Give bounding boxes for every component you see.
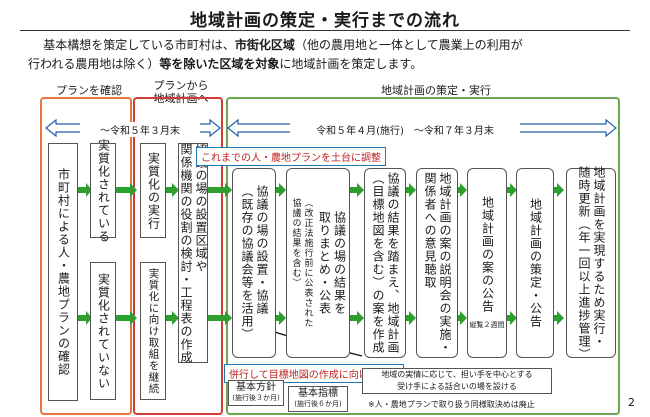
box-efforts-text: 実質化に向け取組を継続 — [147, 267, 160, 395]
box-results: 協議の結果を踏まえ、地域計画 （目標地図を含む）の案を作成 — [364, 168, 406, 358]
box-briefing-text: 地域計画の案の説明会の実施・ 関係者への意見聴取 — [423, 172, 452, 354]
basic-standard-label: 基本指標 — [298, 388, 338, 399]
box-decide: 地域計画の策定・公告 — [516, 168, 554, 358]
intro-text: 基本構想を策定している市町村は、市街化区域（他の農用地と一体として農業上の利用が… — [28, 36, 628, 74]
box-compile-text: 協議の場の結果を 取りまとめ・公表 — [317, 211, 347, 315]
box-execute-text: 実質化の実行 — [146, 151, 161, 230]
intro-p1: 基本構想を策定している市町村は、 — [43, 38, 235, 52]
box-not-realized: 実質化されていない — [90, 262, 116, 400]
box-execute: 実質化の実行 — [140, 143, 166, 238]
box-briefing: 地域計画の案の説明会の実施・ 関係者への意見聴取 — [416, 168, 458, 358]
box-council: 協議の場の設置・協議 （既存の協議会等を活用） — [232, 168, 276, 358]
basic-policy-label: 基本方針 — [236, 382, 276, 393]
phase-implement: 地域計画の策定・実行 — [381, 84, 491, 97]
box-not-realized-text: 実質化されていない — [96, 272, 111, 390]
box-realized: 実質化されている — [90, 139, 116, 243]
box-basic-standard: 基本指標 (施行後６か月) — [288, 386, 348, 412]
phase-confirm: プランを確認 — [56, 84, 122, 97]
period-left-label: ～令和５年３月末 — [80, 122, 200, 137]
basic-policy-sub: (施行後３か月) — [232, 394, 280, 402]
green-arrows-top — [76, 183, 564, 197]
page-title: 地域計画の策定・実行までの流れ — [190, 11, 460, 31]
box-update: 地域計画を実現するため実行・ 随時更新（年一回以上進捗管理） — [566, 165, 616, 361]
box-realized-text: 実質化されている — [96, 138, 111, 243]
footnote: ※人・農地プランで取り扱う同様取決めは廃止 — [368, 400, 535, 409]
box-setup-area-text: 協議の場の設置区域や 関係機関の役割の検討・工程表の作成 — [179, 142, 208, 364]
box-update-text: 地域計画を実現するため実行・ 随時更新（年一回以上進捗管理） — [577, 165, 606, 361]
intro-b2: 等を除いた区域を対象 — [159, 57, 280, 71]
box-efforts: 実質化に向け取組を継続 — [140, 262, 166, 400]
intro-b1: 市街化区域 — [234, 38, 295, 52]
frame-confirm — [40, 97, 132, 415]
box-municipality-text: 市町村による人・農地プランの確認 — [56, 168, 71, 376]
box-council-text: 協議の場の設置・協議 （既存の協議会等を活用） — [240, 185, 269, 341]
box-basic-policy: 基本方針 (施行後３か月) — [228, 380, 284, 406]
title-rule — [20, 30, 630, 31]
note-local: 地域の実情に応じて、担い手を中心とする 受け手による話合いの場を設ける — [362, 368, 552, 394]
box-setup-area: 協議の場の設置区域や 関係機関の役割の検討・工程表の作成 — [178, 142, 208, 364]
page-number: 2 — [628, 396, 635, 409]
box-announce: 地域計画の案の公告 縦覧２週間 — [467, 168, 507, 358]
frame-implement — [226, 97, 620, 415]
box-municipality: 市町村による人・農地プランの確認 — [48, 143, 78, 401]
basic-standard-sub: (施行後６か月) — [294, 400, 342, 408]
intro-p4: に地域計画を策定します。 — [279, 57, 423, 71]
intro-p3: 行われる農用地は除く） — [28, 57, 160, 71]
box-announce-text: 地域計画の案の公告 — [480, 195, 495, 313]
box-announce-note: 縦覧２週間 — [469, 320, 505, 329]
period-right-label: 令和５年４月(施行) ～令和７年３月末 — [290, 122, 520, 137]
box-decide-text: 地域計画の策定・公告 — [528, 198, 543, 328]
box-compile: 協議の場の結果を 取りまとめ・公表 （改正法施行前に公表された 協議の結果を含む… — [286, 168, 350, 358]
tag-top: これまでの人・農地プランを土台に調整 — [196, 147, 386, 166]
intro-p2: （他の農用地と一体として農業上の利用が — [294, 38, 523, 52]
box-results-text: 協議の結果を踏まえ、地域計画 （目標地図を含む）の案を作成 — [371, 172, 400, 354]
box-compile-note: （改正法施行前に公表された 協議の結果を含む） — [290, 198, 313, 328]
frame-transition — [133, 97, 223, 415]
green-arrows-bottom — [76, 311, 564, 325]
